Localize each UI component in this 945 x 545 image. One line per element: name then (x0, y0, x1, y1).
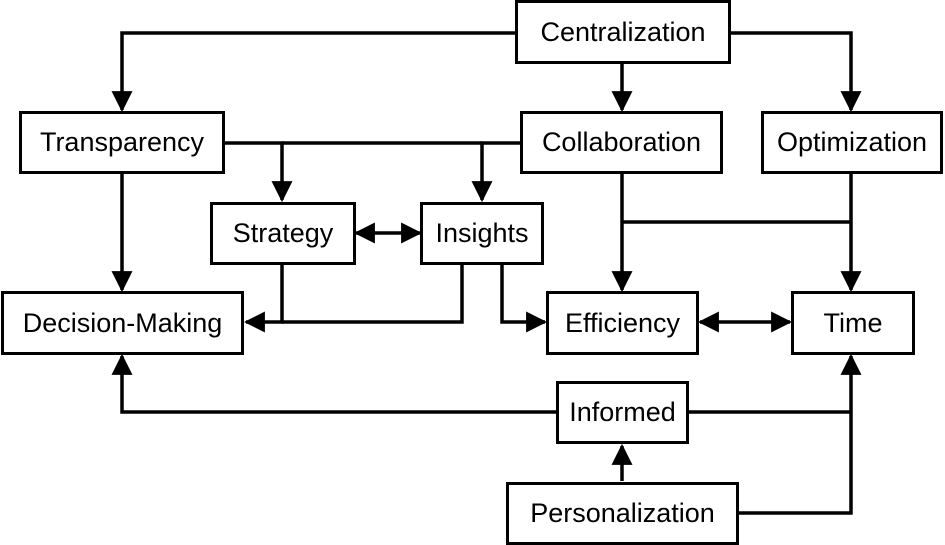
edge-insights-decision-making (282, 264, 464, 324)
node-informed: Informed (556, 381, 689, 444)
node-optimization: Optimization (761, 111, 943, 174)
edge-strategy-decision-making (243, 264, 284, 333)
node-strategy: Strategy (210, 202, 356, 265)
edge-centralization-transparency (111, 31, 518, 113)
edge-centralization-optimization (728, 31, 862, 113)
node-efficiency: Efficiency (546, 291, 699, 355)
edge-informed-decision-making (111, 353, 557, 414)
node-time: Time (791, 291, 915, 355)
node-personalization: Personalization (506, 482, 739, 545)
node-insights: Insights (420, 202, 544, 265)
node-collaboration: Collaboration (520, 111, 723, 174)
edge-transparency-strategy (222, 141, 293, 203)
edge-personalization-time (738, 353, 862, 515)
node-decision-making: Decision-Making (1, 291, 244, 355)
node-transparency: Transparency (19, 111, 225, 174)
edge-collaboration-insights (471, 141, 522, 203)
node-centralization: Centralization (515, 0, 731, 64)
edge-insights-efficiency (500, 264, 548, 333)
